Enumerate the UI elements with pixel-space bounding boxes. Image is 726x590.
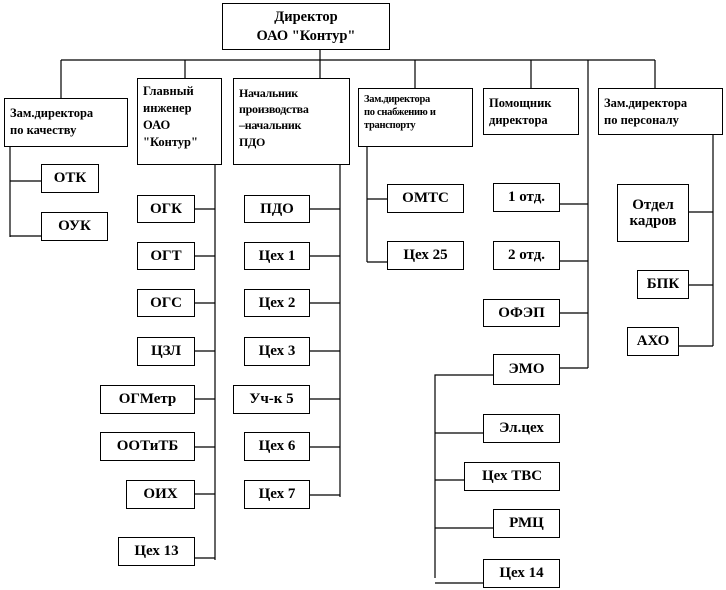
unit-ogk: ОГК [137,195,195,223]
unit-pdo: ПДО [244,195,310,223]
unit-ceh-7: Цех 7 [244,480,310,509]
unit-emo: ЭМО [493,354,560,385]
unit-ofep: ОФЭП [483,299,560,327]
unit-czl: ЦЗЛ [137,337,195,366]
assistant-director-box: Помощник директора [483,88,579,135]
unit-omts: ОМТС [387,184,464,213]
unit-ceh-3: Цех 3 [244,337,310,366]
unit-ceh-14: Цех 14 [483,559,560,588]
unit-ogs: ОГС [137,289,195,317]
unit-ceh-2: Цех 2 [244,289,310,317]
unit-ceh-6: Цех 6 [244,432,310,461]
unit-otd-1: 1 отд. [493,183,560,212]
unit-el-ceh: Эл.цех [483,414,560,443]
unit-oih: ОИХ [126,480,195,509]
unit-ceh-25: Цех 25 [387,241,464,270]
unit-otdel-kadrov: Отдел кадров [617,184,689,242]
unit-rmc: РМЦ [493,509,560,538]
unit-ceh-1: Цех 1 [244,242,310,270]
unit-ceh-tvs: Цех ТВС [464,462,560,491]
production-head-box: Начальник производства –начальник ПДО [233,78,350,165]
unit-ogt: ОГТ [137,242,195,270]
deputy-quality-box: Зам.директора по качеству [4,98,128,147]
deputy-supply-box: Зам.директора по снабжению и транспорту [358,88,473,147]
unit-otk: ОТК [41,164,99,193]
unit-bpk: БПК [637,270,689,299]
chief-engineer-box: Главный инженер ОАО "Контур" [137,78,222,165]
unit-ogmetr: ОГМетр [100,385,195,414]
deputy-personnel-box: Зам.директора по персоналу [598,88,723,135]
unit-aho: АХО [627,327,679,356]
unit-otd-2: 2 отд. [493,241,560,270]
director-box: Директор ОАО "Контур" [222,3,390,50]
unit-ouk: ОУК [41,212,108,241]
unit-ootitb: ООТиТБ [100,432,195,461]
unit-ceh-13: Цех 13 [118,537,195,566]
unit-uch-5: Уч-к 5 [233,385,310,414]
